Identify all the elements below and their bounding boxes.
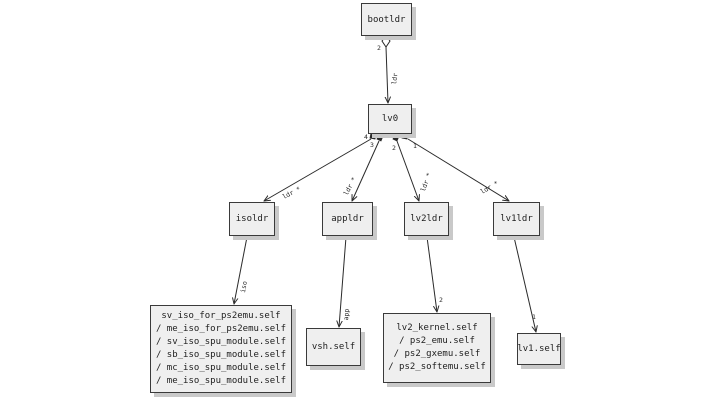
iso-module-item: / me_iso_for_ps2emu.self bbox=[155, 324, 287, 334]
edge-isoldr-modules bbox=[234, 236, 248, 304]
app-role-label: app bbox=[342, 308, 351, 321]
edge-lv0-lv1ldr bbox=[407, 138, 509, 201]
iso-module-item: / sv_iso_spu_module.self bbox=[155, 337, 287, 347]
node-lv2-modules[interactable]: lv2_kernel.self / ps2_emu.self / ps2_gxe… bbox=[383, 313, 491, 383]
edge-lv2ldr-modules bbox=[426, 236, 437, 312]
iso-module-item: / sb_iso_spu_module.self bbox=[155, 350, 287, 360]
lv2-module-item: / ps2_emu.self bbox=[399, 336, 475, 346]
node-lv1ldr[interactable]: lv1ldr bbox=[493, 202, 540, 236]
node-bootldr[interactable]: bootldr bbox=[361, 3, 412, 36]
lv1ldr-label: lv1ldr bbox=[500, 214, 533, 224]
lv0-multiplicity-1: 1 bbox=[413, 142, 417, 150]
lv1-multiplicity-label: 1 bbox=[532, 313, 536, 321]
edge-lv0-isoldr bbox=[264, 138, 372, 201]
lv2-module-item: / ps2_gxemu.self bbox=[393, 349, 481, 359]
edge-lv0-appldr bbox=[352, 140, 380, 201]
lv2-multiplicity-label: 2 bbox=[439, 296, 443, 304]
iso-module-item: sv_iso_for_ps2emu.self bbox=[161, 311, 281, 321]
lv2-module-item: lv2_kernel.self bbox=[396, 323, 478, 333]
vsh-label: vsh.self bbox=[311, 342, 356, 352]
lv2ldr-label: lv2ldr bbox=[410, 214, 443, 224]
edge-lv1ldr-lv1 bbox=[513, 236, 536, 332]
node-lv1[interactable]: lv1.self bbox=[517, 333, 561, 365]
lv0-multiplicity-3: 3 bbox=[370, 141, 374, 149]
lv0-multiplicity-2: 2 bbox=[392, 144, 396, 152]
lv0-label: lv0 bbox=[381, 114, 399, 124]
appldr-label: appldr bbox=[331, 214, 364, 224]
bootldr-label: bootldr bbox=[367, 14, 406, 25]
boot-role-label: ldr bbox=[390, 72, 400, 86]
iso-module-item: / me_iso_spu_module.self bbox=[155, 376, 287, 386]
lv0-multiplicity-4: 4 bbox=[364, 133, 368, 141]
node-iso-modules[interactable]: sv_iso_for_ps2emu.self / me_iso_for_ps2e… bbox=[150, 305, 292, 393]
boot-multiplicity-label: 2 bbox=[377, 44, 381, 52]
node-isoldr[interactable]: isoldr bbox=[229, 202, 275, 236]
node-vsh[interactable]: vsh.self bbox=[306, 328, 361, 366]
edge-lv0-lv2ldr bbox=[396, 140, 419, 201]
isoldr-label: isoldr bbox=[235, 214, 269, 224]
iso-module-item: / mc_iso_spu_module.self bbox=[155, 363, 287, 373]
node-appldr[interactable]: appldr bbox=[322, 202, 373, 236]
edge-appldr-vsh bbox=[339, 236, 347, 327]
aggregation-diamond bbox=[381, 35, 391, 48]
composition-diamond-3 bbox=[376, 133, 384, 142]
lv1-label: lv1.self bbox=[517, 344, 561, 354]
lv2-module-item: / ps2_softemu.self bbox=[388, 362, 486, 372]
edge-bootldr-lv0 bbox=[386, 46, 388, 103]
node-lv0[interactable]: lv0 bbox=[368, 104, 412, 134]
node-lv2ldr[interactable]: lv2ldr bbox=[404, 202, 449, 236]
composition-diamond-2 bbox=[392, 133, 400, 142]
